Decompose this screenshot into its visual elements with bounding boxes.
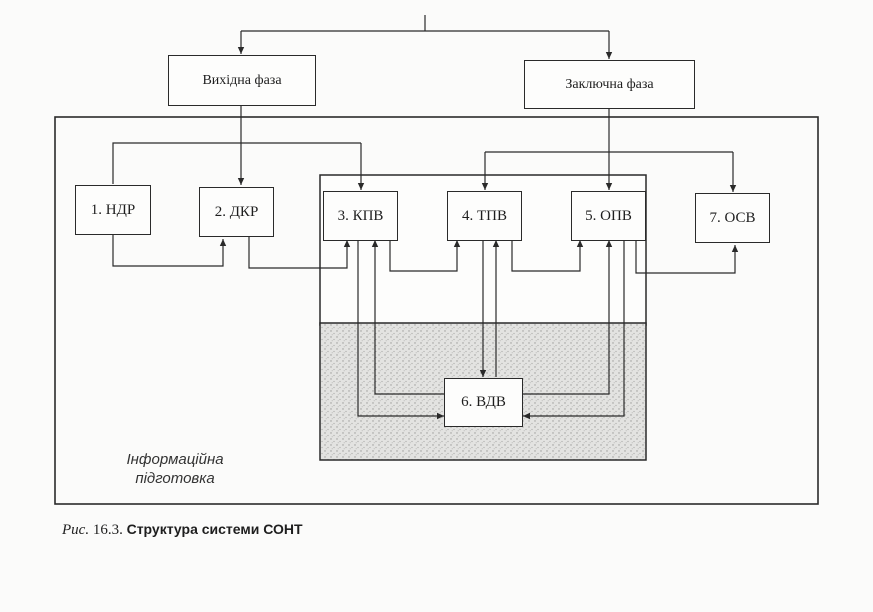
block-kpv-label: 3. КПВ xyxy=(337,207,384,224)
figure-caption: Рис. 16.3. Структура системи СОНТ xyxy=(62,521,303,539)
arrow-tpv-to-opv xyxy=(511,239,584,272)
block-tpv: 4. ТПВ xyxy=(447,191,522,241)
block-vdv: 6. ВДВ xyxy=(444,378,523,427)
caption-number: 16.3. xyxy=(89,522,127,538)
block-opv-label: 5. ОПВ xyxy=(585,207,632,224)
arrow-vdv-to-opv xyxy=(523,240,613,395)
block-osv-label: 7. ОСВ xyxy=(709,209,756,226)
block-ndr: 1. НДР xyxy=(75,185,151,235)
final-phase-box: Заключна фаза xyxy=(524,60,695,109)
caption-title: Структура системи СОНТ xyxy=(126,521,303,537)
arrow-vdv-to-kpv xyxy=(371,240,444,395)
initial-phase-box: Вихідна фаза xyxy=(168,55,316,106)
block-kpv: 3. КПВ xyxy=(323,191,398,241)
block-ndr-label: 1. НДР xyxy=(90,201,136,218)
arrow-opv-to-osv xyxy=(635,240,739,274)
block-tpv-label: 4. ТПВ xyxy=(462,207,507,224)
arrow-kpv-to-vdv xyxy=(357,240,444,420)
final-phase-label: Заключна фаза xyxy=(565,76,654,92)
info-label-line2: підготовка xyxy=(135,470,215,487)
arrow-opv-to-vdv xyxy=(523,240,625,420)
block-osv: 7. ОСВ xyxy=(695,193,770,243)
block-opv: 5. ОПВ xyxy=(571,191,646,241)
info-label-line1: Інформаційна xyxy=(126,451,224,468)
initial-phase-label: Вихідна фаза xyxy=(202,72,282,88)
caption-prefix: Рис. xyxy=(62,522,90,538)
arrow-dkr-to-kpv xyxy=(248,236,351,269)
block-dkr: 2. ДКР xyxy=(199,187,274,237)
block-dkr-label: 2. ДКР xyxy=(214,203,259,220)
block-vdv-label: 6. ВДВ xyxy=(461,394,506,410)
info-preparation-frame xyxy=(54,116,819,505)
line-ndr-kpv-bracket xyxy=(112,142,361,184)
arrow-ndr-to-dkr xyxy=(112,234,227,267)
info-preparation-label: Інформаційна підготовка xyxy=(110,450,240,488)
arrow-kpv-to-tpv xyxy=(389,239,461,272)
